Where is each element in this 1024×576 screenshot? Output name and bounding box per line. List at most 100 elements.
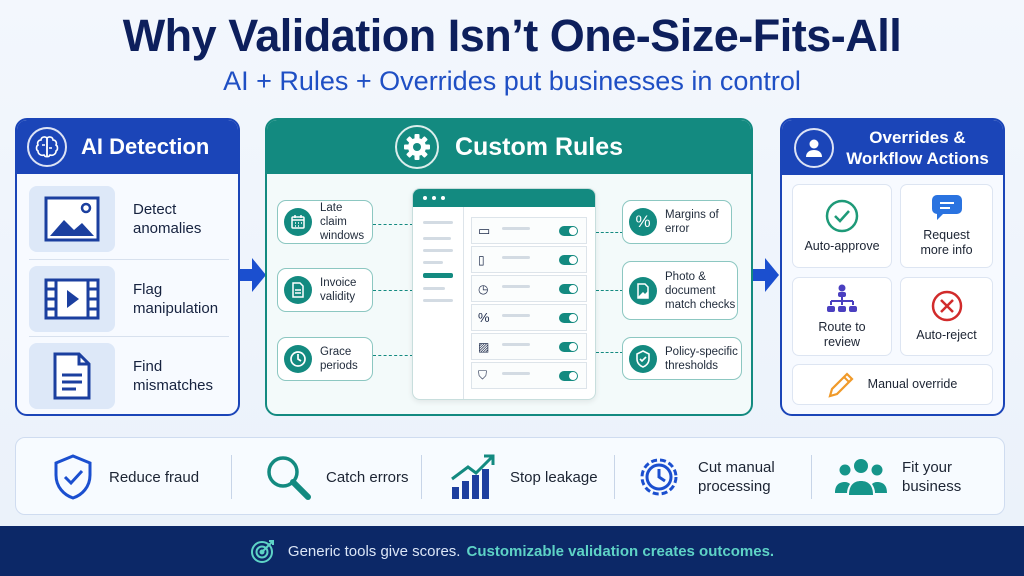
overrides-header: Overrides &Workflow Actions <box>782 120 1003 175</box>
gear-clock-icon <box>640 458 678 496</box>
action-label: more info <box>920 243 973 257</box>
benefit-item: Stop leakage <box>448 438 598 516</box>
detection-label-1: Flag <box>133 281 163 298</box>
rule-grace-periods: Grace periods <box>277 337 373 381</box>
rule-label: document <box>665 284 716 297</box>
calendar-icon: ▭ <box>478 222 491 238</box>
rule-label: Grace <box>320 346 352 358</box>
rule-toggle[interactable] <box>559 225 578 236</box>
flow-arrow-icon <box>753 258 779 292</box>
rule-late-claim-windows: Late claim windows <box>277 200 373 244</box>
ai-detection-title: AI Detection <box>81 134 210 159</box>
document-icon <box>29 343 115 409</box>
image-icon: ▨ <box>478 339 490 354</box>
shield-icon: ⛉ <box>478 368 488 382</box>
rule-label: Policy-specific <box>665 345 738 358</box>
benefit-label: processing <box>698 478 771 495</box>
video-icon <box>29 266 115 332</box>
benefit-item: Reduce fraud <box>51 438 199 516</box>
ai-detection-header: AI Detection <box>17 120 238 174</box>
action-label: Request <box>923 228 970 242</box>
page-title: Why Validation Isn’t One-Size-Fits-All <box>122 10 902 61</box>
photo-document-icon <box>629 276 657 305</box>
overrides-title-2: Workflow Actions <box>846 148 989 168</box>
shield-check-icon <box>54 454 92 500</box>
flow-arrow-icon <box>240 258 266 292</box>
document-icon: ▯ <box>478 252 485 267</box>
rule-label: match checks <box>665 298 736 311</box>
action-label: Auto-approve <box>804 238 880 253</box>
detection-label-2: manipulation <box>133 300 219 317</box>
shield-icon <box>629 344 657 373</box>
team-icon <box>835 459 887 495</box>
rule-label: Invoice <box>320 277 357 289</box>
hierarchy-icon <box>827 284 857 312</box>
footer-banner: Generic tools give scores. Customizable … <box>0 526 1024 576</box>
percent-icon: % <box>629 208 657 236</box>
rule-toggle-row: ⛉ <box>471 362 587 389</box>
clock-icon <box>284 345 312 373</box>
detection-label-2: anomalies <box>133 220 202 237</box>
check-circle-icon <box>825 199 859 232</box>
benefit-item: Cut manual processing <box>634 438 775 516</box>
target-icon <box>250 540 274 563</box>
action-label: Manual override <box>867 377 958 391</box>
action-auto-approve[interactable]: Auto-approve <box>792 184 892 268</box>
benefit-label: Cut manual <box>698 459 775 476</box>
magnifier-icon <box>267 456 311 500</box>
benefit-item: Fit your business <box>834 438 961 516</box>
action-label: Auto-reject <box>916 328 977 342</box>
page-subtitle: AI + Rules + Overrides put businesses in… <box>223 66 801 96</box>
detection-label-1: Find <box>133 358 163 375</box>
rule-toggle-row: ▨ <box>471 333 587 360</box>
custom-rules-title: Custom Rules <box>454 132 624 161</box>
rule-label: Late claim <box>320 202 347 228</box>
clock-icon: ◷ <box>478 281 489 296</box>
growth-chart-icon <box>451 454 495 499</box>
percent-icon: % <box>478 310 490 325</box>
rule-toggle-row: ▭ <box>471 217 587 244</box>
benefit-label: Catch errors <box>326 468 409 486</box>
benefit-label: Stop leakage <box>510 468 598 486</box>
rule-toggle[interactable] <box>559 341 578 352</box>
rule-toggle-row: ◷ <box>471 275 587 302</box>
rule-label: windows <box>320 230 365 242</box>
benefit-label: Fit your <box>902 459 953 476</box>
pencil-icon <box>828 371 854 398</box>
chat-icon <box>931 195 962 220</box>
rule-toggle[interactable] <box>559 283 578 294</box>
benefit-item: Catch errors <box>264 438 409 516</box>
rule-label: periods <box>320 360 358 372</box>
overrides-title-1: Overrides & <box>869 127 966 147</box>
detection-item: Flag manipulation <box>29 265 229 333</box>
rule-toggle[interactable] <box>559 370 578 381</box>
rule-toggle[interactable] <box>559 312 578 323</box>
footer-highlight: Customizable validation creates outcomes… <box>466 542 775 560</box>
rule-toggle-row: % <box>471 304 587 331</box>
detection-label-2: mismatches <box>133 377 214 394</box>
action-manual-override[interactable]: Manual override <box>792 364 993 405</box>
rule-toggle[interactable] <box>559 254 578 265</box>
action-label: review <box>823 334 861 349</box>
rules-settings-window: ▭ ▯ ◷ % ▨ ⛉ <box>412 188 596 400</box>
gear-icon <box>394 125 439 169</box>
benefits-bar: Reduce fraud Catch errors Stop leakage C… <box>15 437 1005 515</box>
image-icon <box>29 186 115 252</box>
action-auto-reject[interactable]: Auto-reject <box>900 277 993 356</box>
x-circle-icon <box>931 290 962 322</box>
action-label: Route to <box>818 319 866 334</box>
rule-label: Margins of <box>665 209 719 221</box>
window-titlebar <box>413 189 595 207</box>
brain-icon <box>27 127 67 167</box>
benefit-label: business <box>902 478 962 495</box>
rule-toggle-row: ▯ <box>471 246 587 273</box>
invoice-icon <box>284 276 312 304</box>
